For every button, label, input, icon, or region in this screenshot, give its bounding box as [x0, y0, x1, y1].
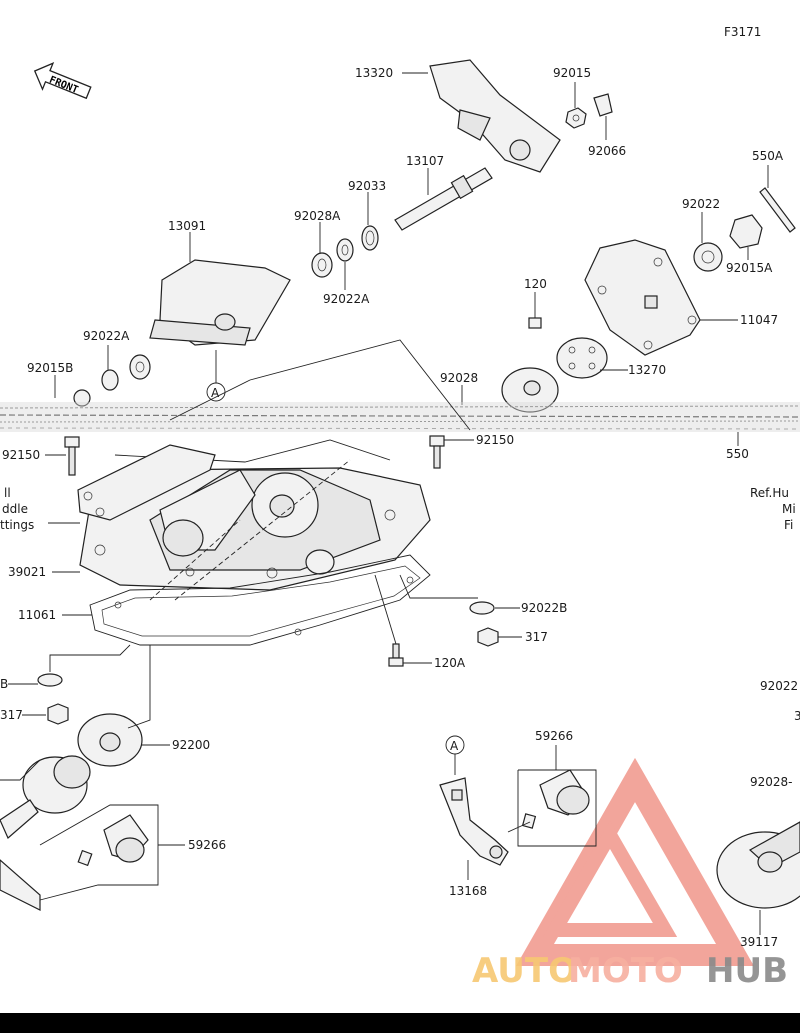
part-11061-gasket	[89, 554, 431, 646]
label-92015: 92015	[553, 66, 591, 80]
note-left-line1: ll	[4, 486, 11, 500]
part-59266-left	[77, 814, 149, 867]
ref-note-line3: Fi	[784, 518, 793, 532]
part-92028-disc	[501, 367, 559, 413]
part-13107-shaft	[394, 167, 493, 231]
ref-note-line1: Ref.Hu	[750, 486, 789, 500]
label-39117: 39117	[740, 935, 778, 949]
part-92022A-washer-left	[101, 354, 151, 391]
svg-text:A: A	[450, 739, 459, 753]
part-left-knob	[0, 755, 91, 839]
watermark-logo	[516, 757, 754, 966]
part-550A-cotter-pin	[759, 187, 796, 233]
part-92022A-washer-top	[336, 238, 354, 262]
label-92066: 92066	[588, 144, 626, 158]
label-92022B: 92022B	[521, 601, 567, 615]
label-92028-right-edge: 92028-	[750, 775, 793, 789]
part-11047-plate	[584, 239, 701, 356]
label-92015B: 92015B	[27, 361, 73, 375]
label-59266-left: 59266	[188, 838, 226, 852]
label-13107: 13107	[406, 154, 444, 168]
label-B-left: B	[0, 677, 8, 691]
part-92200-grommet	[77, 713, 143, 767]
part-317-nut-left	[47, 703, 69, 725]
figure-code: F3171	[724, 25, 761, 39]
part-317-nut-right	[477, 627, 499, 647]
label-92022A-top: 92022A	[323, 292, 370, 306]
label-120: 120	[524, 277, 547, 291]
label-317-right: 317	[525, 630, 548, 644]
part-92015B-nut	[73, 389, 91, 407]
label-13270: 13270	[628, 363, 666, 377]
part-B-washer-left	[37, 673, 63, 687]
label-92150-left: 92150	[2, 448, 40, 462]
part-92015A-castle-nut	[729, 214, 763, 249]
label-550A: 550A	[752, 149, 784, 163]
part-120-bolt	[528, 317, 542, 329]
label-13168: 13168	[449, 884, 487, 898]
part-92022B-washer	[469, 601, 495, 615]
part-left-bracket	[77, 444, 216, 521]
part-39117-disc	[716, 821, 800, 909]
label-92033: 92033	[348, 179, 386, 193]
label-92028: 92028	[440, 371, 478, 385]
part-120A-bolt	[388, 643, 404, 667]
note-left-line2: ddle	[2, 502, 28, 516]
label-11061: 11061	[18, 608, 56, 622]
part-92150-bolt-right	[429, 435, 445, 469]
label-39021: 39021	[8, 565, 46, 579]
label-13091: 13091	[168, 219, 206, 233]
label-92022: 92022	[682, 197, 720, 211]
scan-artifact-band	[0, 402, 800, 432]
label-92150-right: 92150	[476, 433, 514, 447]
svg-text:A: A	[211, 386, 220, 400]
label-120A: 120A	[434, 656, 466, 670]
part-13320-bracket	[429, 59, 561, 173]
part-59266-right	[507, 769, 590, 833]
label-13320: 13320	[355, 66, 393, 80]
part-92066-clip	[593, 93, 613, 117]
part-13168-lever	[439, 777, 509, 866]
part-92028A-bushing	[311, 252, 333, 278]
label-92200: 92200	[172, 738, 210, 752]
callout-A-lower: A	[445, 735, 465, 755]
label-92022-right-edge: 92022	[760, 679, 798, 693]
note-left-line3: ttings	[0, 518, 34, 532]
part-13270-disk	[556, 337, 608, 379]
callout-A-upper: A	[206, 382, 226, 402]
label-11047: 11047	[740, 313, 778, 327]
front-arrow-icon: FRONT	[33, 62, 92, 100]
ref-note-line2: Mi	[782, 502, 796, 516]
label-92015A: 92015A	[726, 261, 773, 275]
label-59266-right: 59266	[535, 729, 573, 743]
bottom-bar	[0, 1013, 800, 1033]
label-317-left: 317	[0, 708, 23, 722]
watermark-text: AUTO MOTO HUB	[472, 951, 788, 991]
label-3-right-edge: 3	[794, 709, 800, 723]
label-92022A-left: 92022A	[83, 329, 130, 343]
part-92033-circlip	[361, 225, 379, 251]
part-92022-washer	[693, 242, 723, 272]
part-92150-bolt-left	[64, 436, 80, 476]
watermark-moto: MOTO	[568, 951, 683, 991]
label-550: 550	[726, 447, 749, 461]
watermark-auto: AUTO	[472, 951, 577, 991]
label-92028A: 92028A	[294, 209, 341, 223]
part-92015-nut	[565, 107, 587, 129]
part-39021-cover	[79, 467, 431, 591]
part-13091-housing	[149, 259, 291, 346]
watermark-hub: HUB	[706, 951, 788, 991]
